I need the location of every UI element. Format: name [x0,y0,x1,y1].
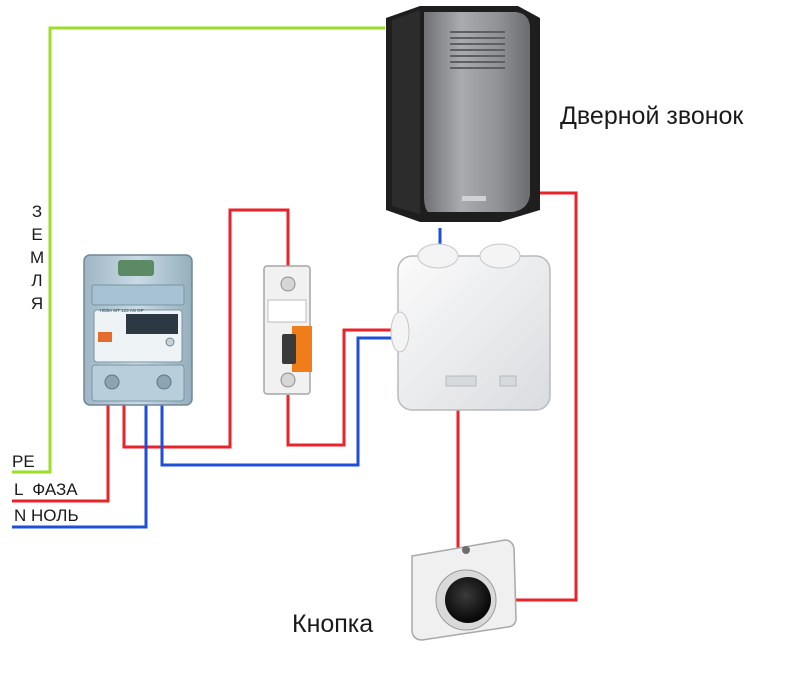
breaker-orange-side [292,326,312,372]
box-ip-mark [499,375,517,387]
doorbell [386,6,540,222]
junction-box [390,243,551,411]
breaker-toggle [282,334,296,364]
phase-wire-breaker-to-box [286,328,398,447]
box-gland-left [390,311,410,353]
box-label [445,375,477,387]
box-gland-top-right [479,243,521,269]
pe-label: PE [12,452,35,471]
box-gland-top-left [417,243,459,269]
phase-wire-button-to-bell [515,191,578,602]
button-screw [462,546,470,554]
meter-display [126,314,178,334]
neutral-wire-meter-to-box [160,336,398,467]
breaker-top-screw [280,276,296,292]
earth-wire [12,26,385,474]
doorbell-grille [450,31,505,69]
earth-vertical-label: З Е М Л Я [30,200,44,315]
doorbell-logo [462,196,486,201]
meter-button [165,337,175,347]
button-label: Кнопка [292,610,374,638]
energy-meter: НЕВА МТ 123 AS OP [83,254,193,406]
doorbell-label: Дверной звонок [560,102,744,130]
neutral-label: N НОЛЬ [14,506,79,525]
neutral-wire-input [12,405,148,529]
earth-letter: Я [30,294,44,313]
phase-label: L ФАЗА [14,480,78,499]
breaker-bottom-screw [280,372,296,388]
meter-top-terminals [118,260,154,276]
earth-letter: З [31,202,43,221]
earth-letter: М [30,248,45,267]
phase-wires [12,191,578,602]
button-plunger [445,577,491,623]
meter-brand-logo [98,332,112,342]
meter-terminal-1 [104,374,120,390]
meter-model: НЕВА МТ 123 AS OP [100,308,144,313]
circuit-breaker [263,265,312,395]
phase-wire-meter-to-breaker [122,208,290,449]
phase-wire-input [12,405,110,503]
earth-letter: Е [31,225,43,244]
meter-terminal-2 [156,374,172,390]
push-button [411,539,517,641]
earth-letter: Л [31,271,43,290]
